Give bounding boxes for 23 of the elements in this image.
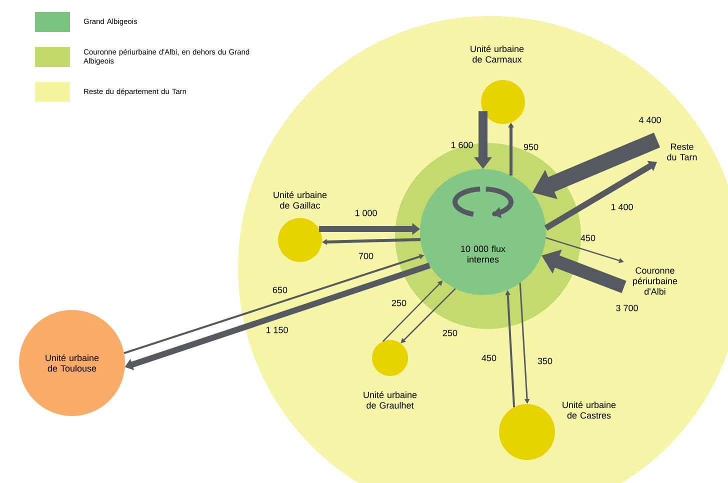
arrow xyxy=(400,288,456,344)
place-label: Couronne périurbaine d'Albi xyxy=(633,267,678,295)
edge-label: 350 xyxy=(538,358,552,364)
edge-label: 1 600 xyxy=(451,142,473,148)
place-label: Reste du Tarn xyxy=(667,144,697,160)
edge-label: 1 000 xyxy=(355,210,377,216)
node-label: Unité urbaine de Carmaux xyxy=(470,45,524,63)
edge-label: 1 400 xyxy=(611,204,633,210)
edge-label: 250 xyxy=(392,300,406,306)
edge-label: 250 xyxy=(442,330,458,336)
edge-label: 450 xyxy=(580,234,596,242)
edge-label: 700 xyxy=(358,252,374,260)
edge-label: 950 xyxy=(524,144,538,150)
edge-label: 650 xyxy=(272,286,288,294)
edge-label: 1 150 xyxy=(266,326,288,334)
edge-label: 4 400 xyxy=(638,116,661,124)
center-disc: 10 000 flux internes xyxy=(420,169,546,295)
edge-label: 450 xyxy=(482,354,496,362)
edge-label: 3 700 xyxy=(616,304,638,312)
node-label: Unité urbaine de Graulhet xyxy=(364,391,417,409)
arrow xyxy=(544,160,657,231)
node-label: Unité urbaine de Castres xyxy=(562,401,616,419)
node-label: Unité urbaine de Gaillac xyxy=(274,191,327,209)
